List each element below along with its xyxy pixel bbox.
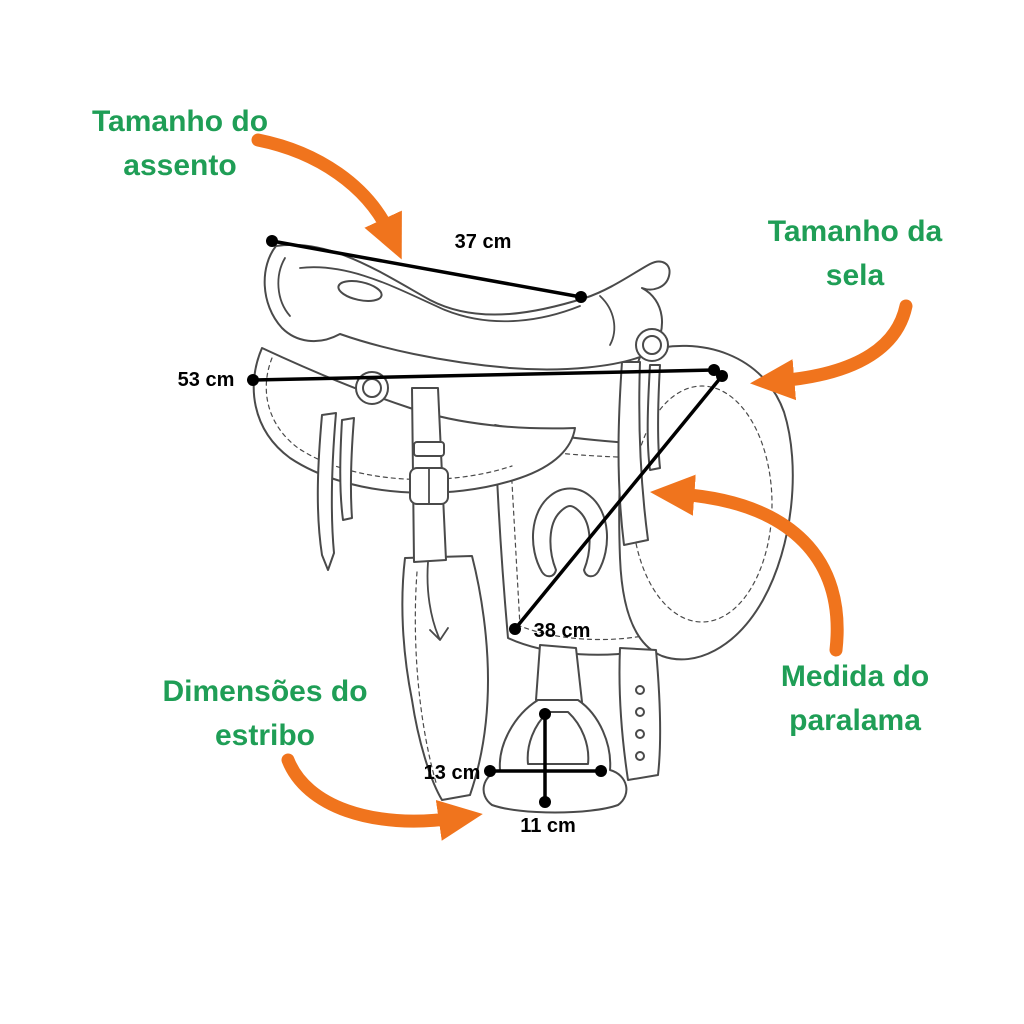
swell-line (599, 295, 616, 346)
label-stirrup-dimensions-line2: estribo (214, 719, 316, 752)
measure-dot (509, 623, 521, 635)
horseshoe-emblem (532, 487, 608, 578)
seat-arrow (251, 133, 402, 260)
left-strap-short (339, 417, 355, 521)
measure-dot (266, 235, 278, 247)
fender (401, 555, 489, 801)
billet-hole (635, 751, 645, 761)
seat-width-line (271, 239, 582, 299)
fender-arrow (649, 474, 844, 657)
stirrup-arrow (281, 753, 483, 841)
orange-arrows (251, 133, 913, 841)
billet-hole (635, 729, 645, 739)
measure-dot (484, 765, 496, 777)
label-saddle-size: Tamanho da sela (730, 210, 980, 298)
measurement-saddle-length: 53 cm (177, 369, 235, 391)
billet-hole (635, 685, 645, 695)
label-seat-size-line2: assento (123, 149, 237, 182)
measure-dot (247, 374, 259, 386)
label-fender-measure-line2: paralama (789, 704, 921, 737)
measurement-stirrup-width: 11 cm (520, 815, 576, 837)
measure-dot (539, 796, 551, 808)
label-saddle-size-line2: sela (825, 259, 885, 292)
label-fender-measure: Medida do paralama (730, 655, 980, 743)
seat-detail (337, 280, 383, 302)
concho-right (635, 328, 669, 362)
saddle-length-line (252, 368, 715, 382)
label-stirrup-dimensions-line1: Dimensões do (162, 675, 368, 708)
measurement-seat-width: 37 cm (454, 231, 512, 253)
label-seat-size: Tamanho do assento (40, 100, 320, 188)
cantle-inner-line (277, 257, 291, 317)
label-saddle-size-line1: Tamanho da (767, 215, 943, 248)
latigo-strap (617, 361, 649, 546)
concho-left (355, 371, 389, 405)
billet-hole (635, 707, 645, 717)
fender-stitching (414, 571, 438, 787)
fender-length-line (513, 374, 724, 631)
measurement-lines (247, 235, 728, 808)
saddle-arrow (750, 299, 913, 401)
left-strap-long (316, 412, 337, 571)
label-stirrup-dimensions: Dimensões do estribo (115, 670, 415, 758)
measure-dot (716, 370, 728, 382)
label-fender-measure-line1: Medida do (780, 660, 930, 693)
latigo-strap-thin (646, 364, 661, 471)
buckle-keeper (413, 441, 445, 457)
label-seat-size-line1: Tamanho do (91, 105, 269, 138)
measurement-fender-length: 38 cm (533, 620, 591, 642)
stirrup-opening (526, 711, 590, 765)
seat-dish-line (299, 266, 581, 323)
strap-end-fork (426, 561, 449, 641)
stirrup-hanger (535, 644, 583, 703)
measure-dot (539, 708, 551, 720)
measure-dot (575, 291, 587, 303)
rear-skirt-stitching (265, 357, 513, 481)
measurement-stirrup-height: 13 cm (423, 762, 481, 784)
measure-dot (595, 765, 607, 777)
